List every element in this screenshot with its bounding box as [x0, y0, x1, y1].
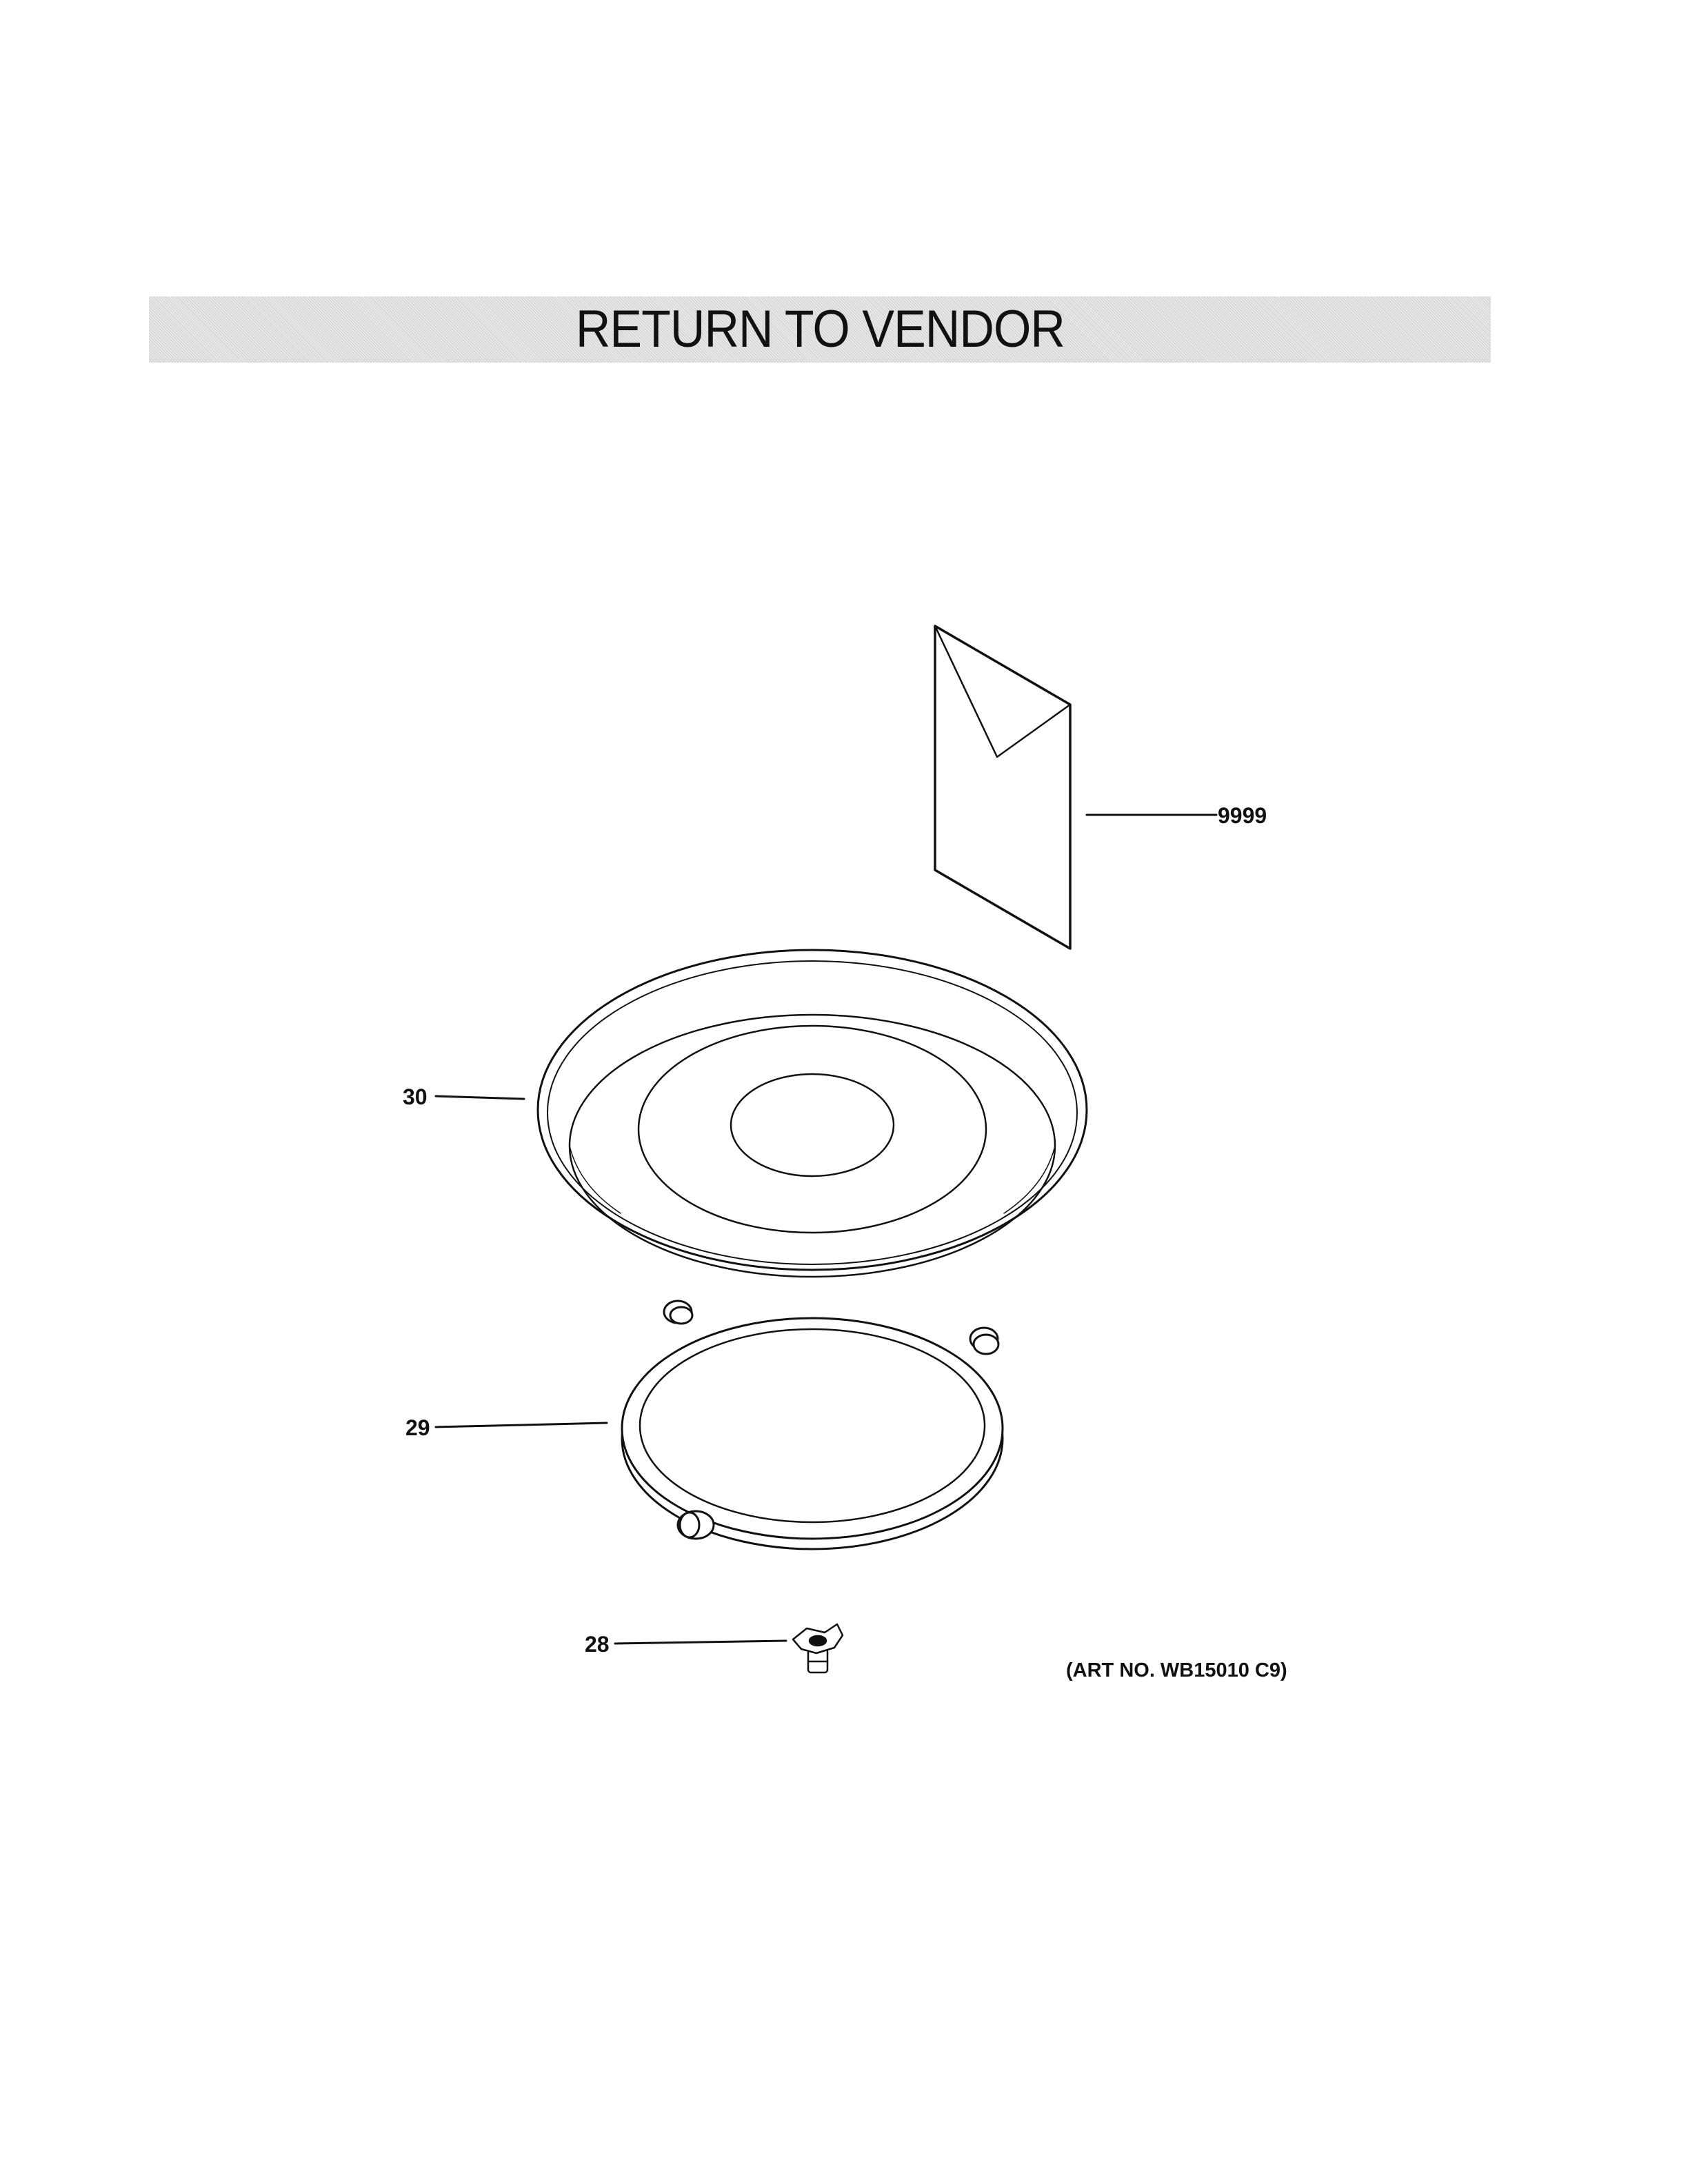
- callout-9999: 9999: [1218, 803, 1267, 828]
- callout-30: 30: [403, 1084, 428, 1109]
- leader-line-30: [434, 1095, 525, 1100]
- coupler: [792, 1623, 844, 1674]
- glass-tray: [536, 949, 1088, 1278]
- title-banner: RETURN TO VENDOR: [149, 296, 1491, 363]
- art-number: (ART NO. WB15010 C9): [1066, 1659, 1287, 1681]
- leader-line-29: [434, 1422, 608, 1428]
- page-title: RETURN TO VENDOR: [575, 300, 1065, 358]
- roller-ring: [621, 1300, 1004, 1550]
- callout-29: 29: [405, 1415, 430, 1440]
- callout-28: 28: [585, 1632, 610, 1657]
- leader-line-28: [614, 1639, 787, 1645]
- literature-envelope: [934, 625, 1072, 950]
